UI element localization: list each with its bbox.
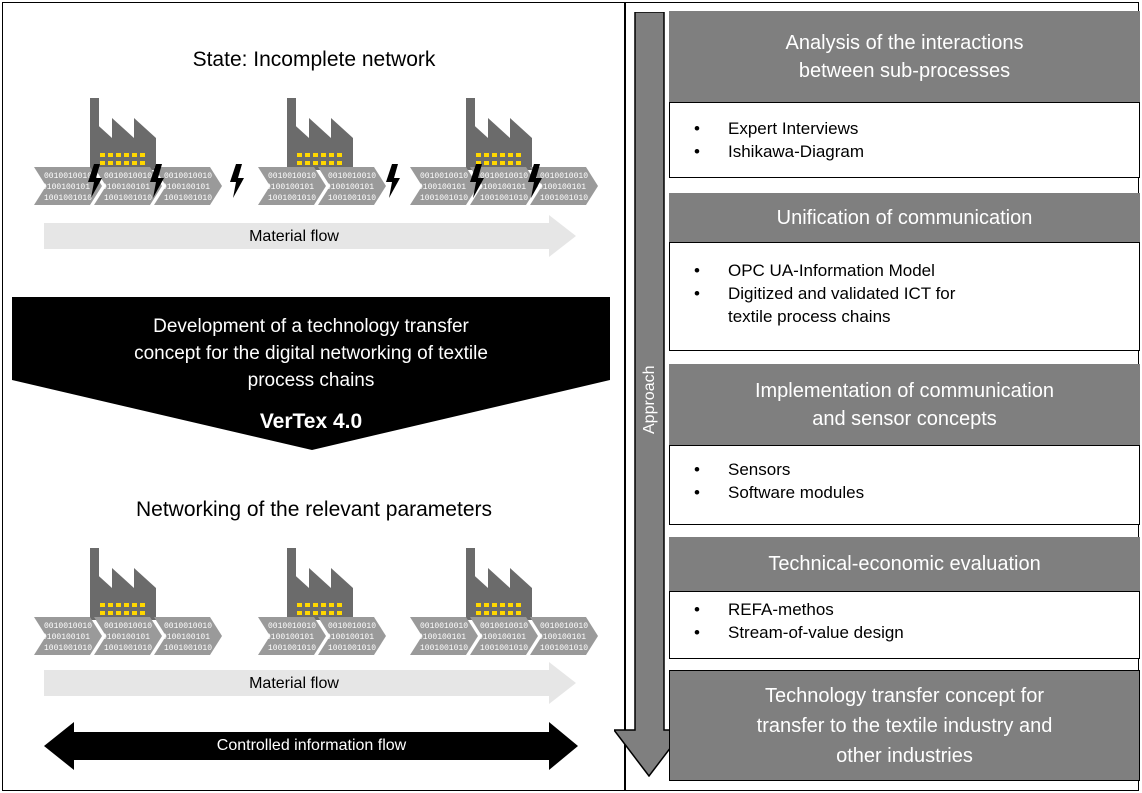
step-4-item: REFA-methos: [670, 598, 1139, 621]
step-4-body: REFA-methos Stream-of-value design: [669, 591, 1140, 659]
step-2-body: OPC UA-Information Model Digitized and v…: [669, 242, 1140, 351]
step-3-item: Sensors: [670, 458, 1139, 481]
step-4-item: Stream-of-value design: [670, 621, 1139, 644]
development-arrow: [12, 297, 610, 450]
step-1-item: Ishikawa-Diagram: [670, 140, 1139, 163]
development-text: Development of a technology transfer con…: [12, 313, 610, 394]
factory-icon: [287, 548, 353, 620]
step-1-body: Expert Interviews Ishikawa-Diagram: [669, 102, 1140, 178]
step-1-item: Expert Interviews: [670, 117, 1139, 140]
information-flow-arrow: [44, 722, 578, 770]
information-flow-label: Controlled information flow: [216, 737, 407, 754]
step-5-title: Technology transfer concept for transfer…: [669, 670, 1140, 781]
development-line: process chains: [247, 370, 375, 391]
material-flow-label-bottom: Material flow: [249, 675, 339, 692]
development-line: Development of a technology transfer: [153, 316, 469, 337]
development-line: concept for the digital networking of te…: [134, 343, 488, 364]
factory-icon: [466, 548, 532, 620]
material-flow-arrow-bottom: [44, 662, 576, 704]
step-3-body: Sensors Software modules: [669, 445, 1140, 525]
factory-icon: [90, 98, 156, 170]
approach-arrow: [614, 12, 686, 777]
step-2-item: Digitized and validated ICT for textile …: [670, 282, 1139, 328]
step-4-title: Technical-economic evaluation: [669, 537, 1140, 591]
factory-icon: [90, 548, 156, 620]
top-process-chain: 0010010010 0100100101 1001001010: [34, 98, 598, 205]
step-2-title: Unification of communication: [669, 193, 1140, 242]
project-name: VerTex 4.0: [259, 410, 363, 433]
approach-label: Approach: [641, 365, 658, 435]
material-flow-arrow-top: [44, 215, 576, 257]
bottom-process-chain: [34, 548, 598, 655]
step-3-item: Software modules: [670, 481, 1139, 504]
material-flow-label-top: Material flow: [249, 228, 339, 245]
state-title: State: Incomplete network: [192, 48, 436, 71]
factory-icon: [287, 98, 353, 170]
panel-divider: [624, 2, 626, 791]
networking-title: Networking of the relevant parameters: [135, 498, 492, 521]
step-2-item: OPC UA-Information Model: [670, 259, 1139, 282]
factory-icon: [466, 98, 532, 170]
step-1-title: Analysis of the interactions between sub…: [669, 11, 1140, 102]
step-3-title: Implementation of communication and sens…: [669, 364, 1140, 445]
